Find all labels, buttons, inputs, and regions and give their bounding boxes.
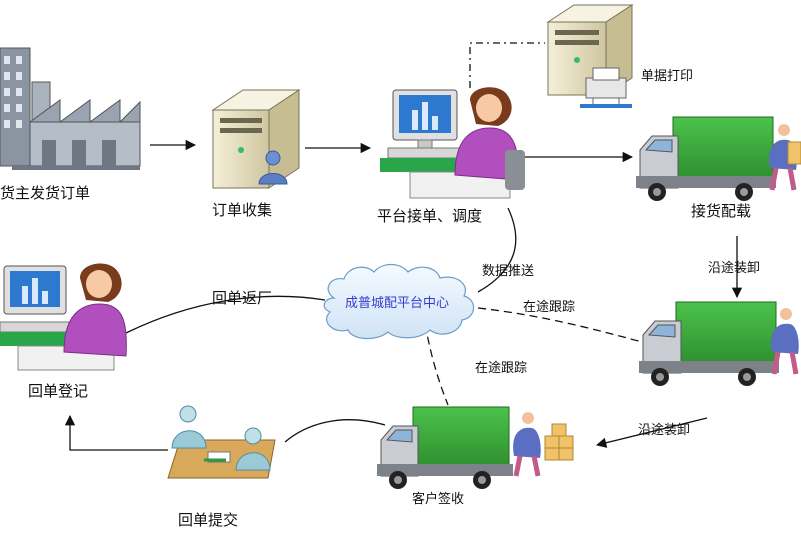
unload-label-2: 沿途装卸 (638, 422, 690, 438)
unload-label-1: 沿途装卸 (708, 260, 760, 276)
curve-platform-to-cloud (477, 207, 517, 293)
customer-sign-label: 客户签收 (412, 491, 464, 507)
factory-icon (0, 47, 141, 170)
data-push-label: 数据推送 (482, 264, 534, 279)
curve-customer-to-submit (284, 419, 386, 443)
receipt-register-label: 回单登记 (28, 382, 88, 400)
handover-icon (167, 405, 276, 479)
cloud-center: 成普城配平台中心 (323, 263, 475, 340)
receipt-return-label: 回单返厂 (212, 289, 272, 307)
tracking-label-upper: 在途跟踪 (523, 299, 575, 315)
dash-platform-to-printer (469, 42, 545, 88)
arrow-truck2-to-customer (595, 417, 708, 448)
order-collect-label: 订单收集 (212, 201, 272, 219)
operator-workstation-icon (380, 87, 525, 199)
truck-icon (636, 116, 776, 201)
cloud-center-label: 成普城配平台中心 (345, 296, 449, 311)
tracking-label-lower: 在途跟踪 (475, 360, 527, 376)
user-icon (258, 150, 288, 185)
print-docs-label: 单据打印 (641, 69, 693, 84)
truck-icon (377, 406, 513, 489)
connectors (64, 42, 743, 451)
printer-icon (580, 67, 632, 108)
truck-icon (639, 301, 779, 386)
worker-icon (769, 124, 801, 191)
cargo-boxes-icon (544, 423, 574, 461)
pickup-load-label: 接货配载 (691, 202, 751, 220)
worker-icon (771, 308, 799, 375)
worker-icon (513, 412, 541, 477)
server-icon (211, 89, 301, 189)
receipt-submit-label: 回单提交 (178, 511, 238, 529)
dash-cloud-to-customer (424, 323, 449, 406)
dash-cloud-to-truck2 (477, 307, 643, 343)
operator-workstation-icon (0, 263, 127, 371)
arrow-submit-to-register (64, 414, 168, 451)
curve-register-to-cloud (117, 295, 326, 338)
shipper-order-label: 货主发货订单 (0, 184, 90, 202)
platform-dispatch-label: 平台接单、调度 (377, 207, 482, 225)
